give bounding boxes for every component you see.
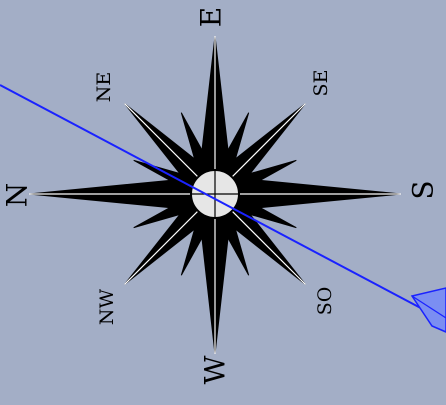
label-northeast: NE: [93, 72, 115, 103]
arrow-head: [412, 288, 446, 332]
compass-hub: [191, 170, 239, 218]
label-northwest: NW: [96, 288, 118, 325]
label-south: S: [407, 180, 440, 199]
label-southwest: SO: [314, 287, 336, 316]
label-west: W: [199, 355, 232, 384]
label-north: N: [1, 183, 34, 208]
label-east: E: [195, 7, 228, 27]
arrow-icon: [412, 288, 446, 332]
label-southeast: SE: [310, 70, 332, 97]
